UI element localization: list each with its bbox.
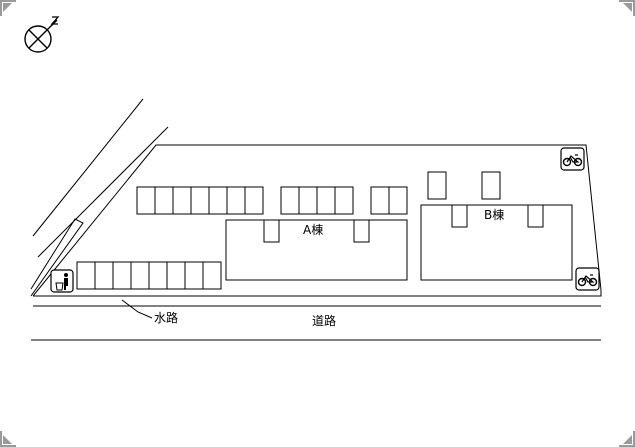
- corner-tri-tr: [623, 3, 632, 12]
- parking-slot-top-left: [136, 186, 156, 215]
- parking-lots: [76, 186, 408, 290]
- parking-slot-top-right: [388, 186, 408, 215]
- parking-slot-bottom-left: [130, 261, 150, 290]
- building-a-label: A棟: [303, 222, 323, 237]
- parking-slot-top-left: [226, 186, 246, 215]
- parking-slot-top-middle: [334, 186, 354, 215]
- bicycle-parking-icon-bottom: [575, 267, 600, 291]
- corner-mark-bottom-left: [0, 431, 16, 447]
- boundary-line-inner: [37, 126, 169, 258]
- building-a-entrance-right: [353, 219, 370, 243]
- parking-slot-top-left: [172, 186, 192, 215]
- parking-slot-bottom-left: [202, 261, 222, 290]
- building-b-entrance-right: [527, 204, 544, 228]
- parking-slot-top-middle: [316, 186, 336, 215]
- bicycle-parking-icon-top: [560, 147, 585, 171]
- corner-tri-br: [623, 435, 632, 444]
- parking-slot-bottom-left: [112, 261, 132, 290]
- corner-mark-top-right: [619, 0, 635, 16]
- corner-mark-bottom-right: [619, 431, 635, 447]
- parking-slot-bottom-left: [148, 261, 168, 290]
- waterway-leader: [121, 299, 153, 319]
- corner-mark-top-left: [0, 0, 16, 16]
- parking-slot-bottom-left: [184, 261, 204, 290]
- storage-box-right: [481, 171, 501, 200]
- building-a: [225, 219, 408, 281]
- parking-slot-top-left: [154, 186, 174, 215]
- building-b-entrance-left: [451, 204, 468, 228]
- parking-slot-top-middle: [298, 186, 318, 215]
- corner-tri-tl: [3, 3, 12, 12]
- parking-slot-top-left: [190, 186, 210, 215]
- parking-slot-top-left: [208, 186, 228, 215]
- site-boundary: [32, 144, 602, 297]
- parking-slot-top-left: [244, 186, 264, 215]
- parking-slot-bottom-left: [76, 261, 96, 290]
- parking-slot-top-right: [370, 186, 390, 215]
- storage-box-left: [427, 171, 447, 200]
- waterway-label: 水路: [154, 310, 178, 325]
- corner-tri-bl: [3, 435, 12, 444]
- north-arrow-icon: [24, 16, 60, 53]
- building-b: [420, 204, 573, 281]
- building-a-entrance-left: [263, 219, 280, 243]
- waterway-edge: [30, 218, 84, 297]
- parking-slot-bottom-left: [94, 261, 114, 290]
- boundary-line-outer: [32, 98, 144, 237]
- parking-slot-top-middle: [280, 186, 300, 215]
- road-label: 道路: [312, 313, 336, 328]
- building-b-label: B棟: [484, 207, 504, 222]
- trash-collection-icon: [50, 269, 74, 293]
- parking-slot-bottom-left: [166, 261, 186, 290]
